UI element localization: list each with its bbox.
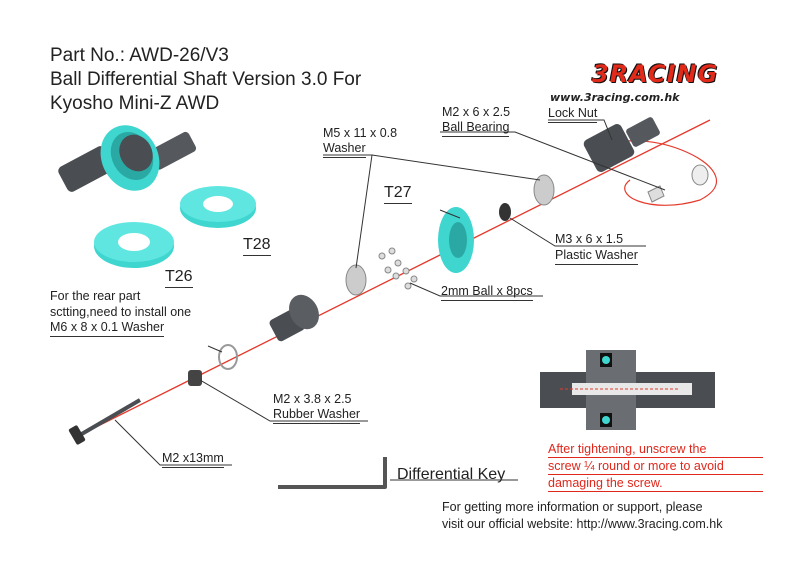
product-title-line-2: Kyosho Mini-Z AWD — [50, 93, 220, 114]
t26-label: T26 — [165, 268, 193, 288]
balls-illustration — [378, 247, 418, 290]
t28-label: T28 — [243, 236, 271, 256]
footer-line-2: visit our official website: http://www.3… — [442, 517, 723, 531]
rear-note-line-3: M6 x 8 x 0.1 Washer — [50, 320, 165, 337]
rear-note-line-1: For the rear part — [50, 289, 141, 303]
plastic-washer-size-label: M3 x 6 x 1.5 — [555, 232, 624, 246]
plastic-washer-illustration — [499, 203, 511, 221]
diff-shaft-illustration — [269, 294, 319, 342]
brand-url: www.3racing.com.hk — [550, 91, 680, 104]
rubber-washer-illustration — [188, 370, 202, 386]
support-footer: For getting more information or support,… — [442, 499, 722, 533]
rear-washer-illustration — [218, 344, 238, 370]
ball-bearing-size-label: M2 x 6 x 2.5 — [442, 105, 511, 119]
warning-line-2: screw ¼ round or more to avoid — [548, 458, 763, 475]
tightening-warning: After tightening, unscrew the screw ¼ ro… — [548, 441, 763, 492]
differential-key-illustration — [278, 457, 387, 489]
outdrive-illustration — [583, 117, 709, 203]
t27-label: T27 — [384, 184, 412, 204]
washer-illustration-1 — [345, 264, 367, 296]
washer-size-label: M5 x 11 x 0.8 — [323, 126, 398, 140]
brand-logo: 3RACING — [592, 60, 719, 88]
warning-line-3: damaging the screw. — [548, 475, 763, 492]
screw-label: M2 x13mm — [162, 451, 224, 468]
lock-nut-label: Lock Nut — [548, 106, 598, 123]
t27-gear-illustration — [438, 207, 474, 273]
plastic-washer-label: Plastic Washer — [555, 248, 638, 265]
differential-key-label: Differential Key — [397, 466, 506, 483]
warning-line-1: After tightening, unscrew the — [548, 441, 763, 458]
washer-label: Washer — [323, 141, 366, 158]
t28-gear-illustration — [180, 186, 256, 228]
rear-note-line-2: sctting,need to install one — [50, 305, 192, 319]
footer-line-1: For getting more information or support,… — [442, 500, 703, 514]
screw-illustration — [68, 398, 142, 445]
balls-label: 2mm Ball x 8pcs — [441, 284, 533, 301]
product-title-line: Ball Differential Shaft Version 3.0 For — [50, 69, 362, 90]
washer-illustration-2 — [533, 174, 555, 206]
part-number-title: Part No.: AWD-26/V3 — [50, 45, 229, 66]
rubber-washer-label: Rubber Washer — [273, 407, 361, 424]
t26-gear-illustration — [94, 222, 174, 268]
ball-bearing-label: Ball Bearing — [442, 120, 510, 137]
rubber-washer-size-label: M2 x 3.8 x 2.5 — [273, 392, 352, 406]
cross-section-illustration — [540, 350, 715, 430]
assembled-differential-illustration — [58, 125, 197, 192]
